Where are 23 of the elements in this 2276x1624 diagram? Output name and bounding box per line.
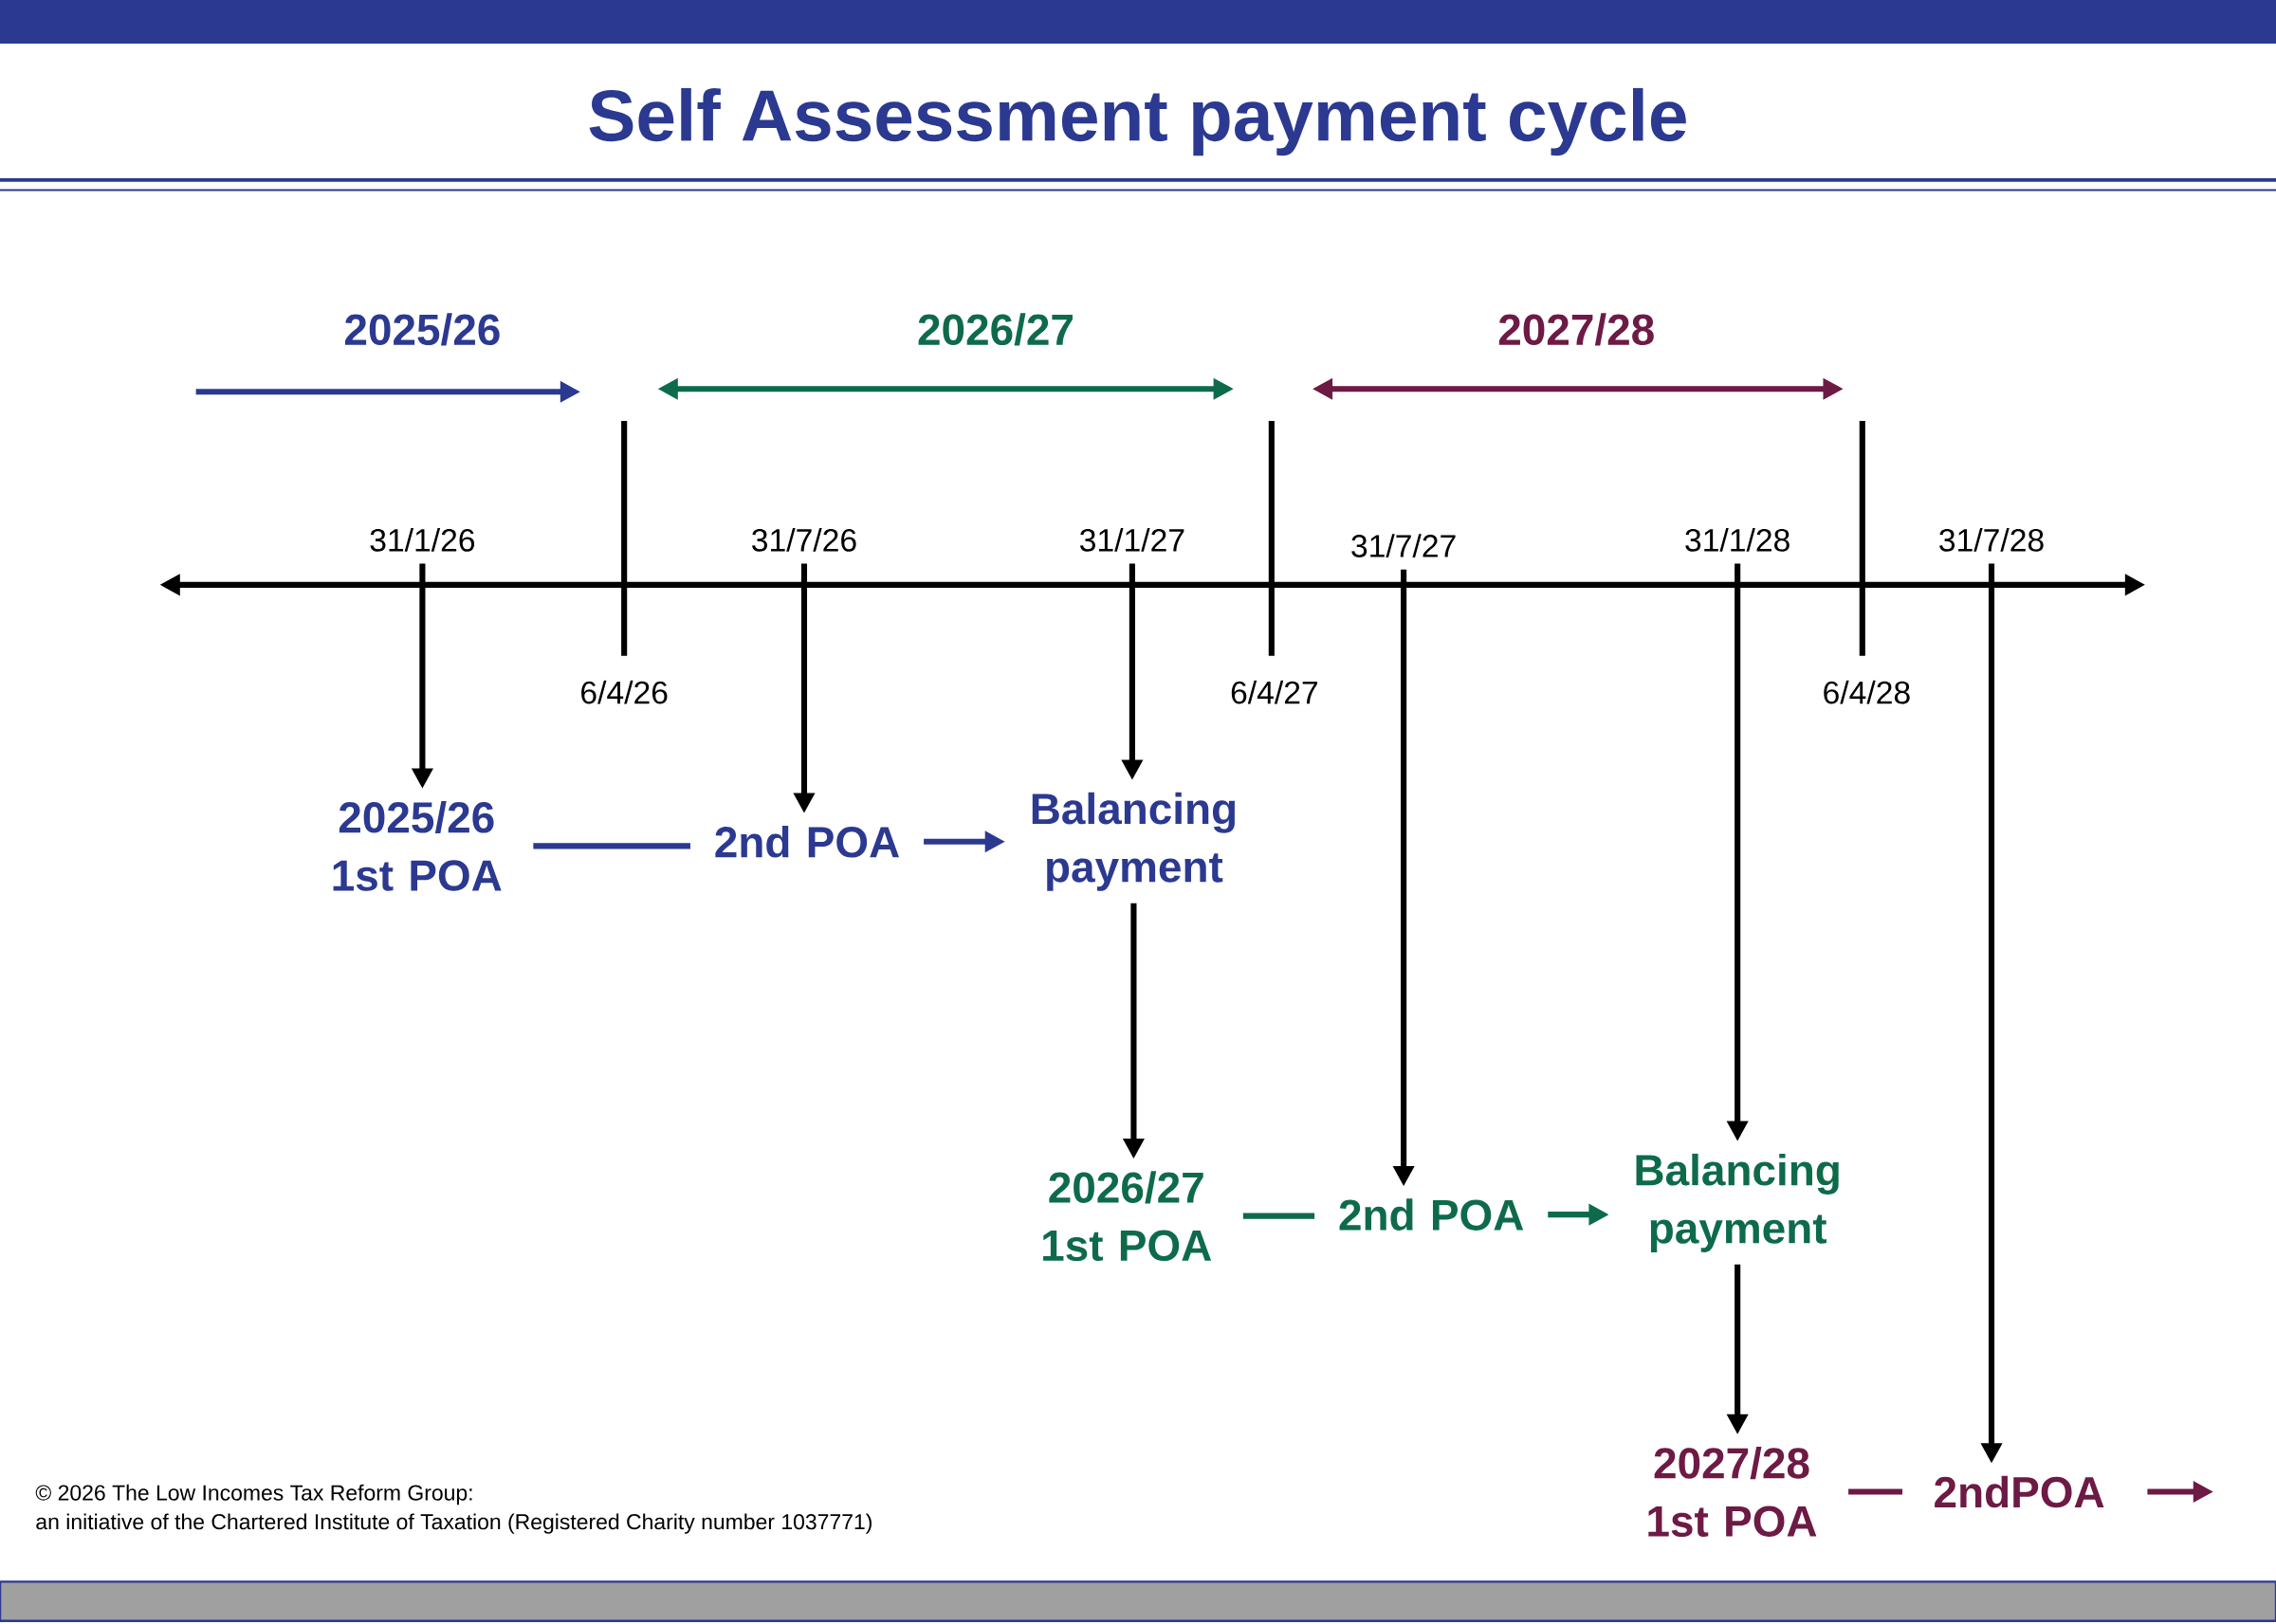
date-label: 31/1/27 (1080, 528, 1184, 552)
date-label: 6/4/27 (1231, 680, 1317, 704)
date-label: 6/4/26 (581, 680, 668, 704)
footer-text: an initiative of the Chartered Institute of Taxation (Registered Charity number 1037771) (36, 1513, 872, 1534)
date-label: 31/1/26 (370, 528, 475, 552)
payment-label: 2nd POA (1339, 1198, 1524, 1232)
date-label: 6/4/28 (1824, 680, 1910, 704)
date-label: 31/7/28 (1939, 528, 2044, 552)
payment-label: Balancing payment (1032, 792, 1236, 891)
year-label: 2026/27 (918, 313, 1073, 346)
payment-label: 2026/27 1st POA (1043, 1171, 1212, 1262)
footer-text: © 2026 The Low Incomes Tax Reform Group: (35, 1485, 472, 1505)
year-label: 2025/26 (345, 313, 500, 346)
date-label: 31/7/26 (752, 528, 856, 552)
year-label: 2027/28 (1498, 313, 1654, 346)
payment-label: 2027/28 1st POA (1648, 1447, 1817, 1538)
payment-label: 2nd POA (715, 826, 899, 858)
date-label: 31/1/28 (1685, 528, 1790, 552)
payment-label: 2ndPOA (1935, 1475, 2104, 1508)
date-label: 31/7/27 (1351, 534, 1456, 557)
payment-label: 2025/26 1st POA (333, 801, 502, 891)
title: Self Assessment payment cycle (589, 88, 1686, 156)
payment-label: Balancing payment (1636, 1154, 1839, 1252)
